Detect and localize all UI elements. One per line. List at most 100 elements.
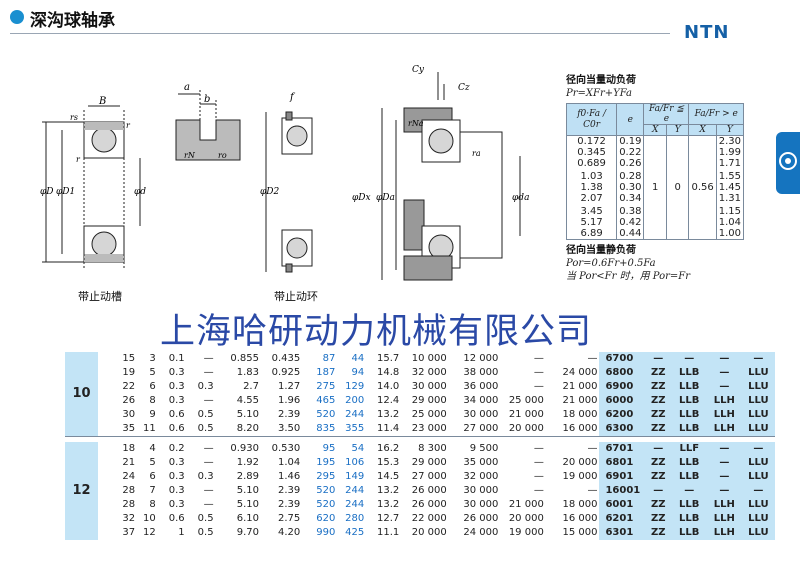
dynamic-load-title: 径向当量动负荷 bbox=[566, 75, 636, 86]
table-cell: 8 bbox=[149, 498, 156, 510]
table-cell: 0.855 bbox=[230, 353, 259, 364]
table-cell: 6301 bbox=[599, 525, 645, 540]
load-factor-table: f0·Fa / C0r e Fa/Fr ≦ e Fa/Fr > e X Y X … bbox=[565, 103, 745, 240]
table-cell: 2.75 bbox=[277, 512, 301, 524]
table-cell: 25 000 bbox=[508, 395, 544, 406]
table-cell: 6801 bbox=[599, 455, 645, 470]
table-cell: 6201 bbox=[599, 511, 645, 526]
table-cell: 21 000 bbox=[562, 395, 598, 406]
table-cell: — bbox=[203, 498, 214, 510]
table-cell: 19 000 bbox=[508, 526, 544, 538]
table-cell: 29 000 bbox=[411, 395, 447, 406]
table-cell: 11.4 bbox=[377, 423, 400, 434]
table-cell: LLB bbox=[671, 497, 707, 512]
table-cell: 11.1 bbox=[377, 526, 400, 538]
table-cell: LLB bbox=[671, 394, 707, 408]
bore-diameter-cell: 10 bbox=[65, 352, 99, 437]
table-cell: — bbox=[533, 381, 544, 392]
table-cell: — bbox=[644, 483, 672, 498]
table-cell: 0.3 bbox=[168, 381, 185, 392]
table-cell: 27 000 bbox=[411, 470, 447, 482]
table-cell: — bbox=[533, 353, 544, 364]
table-cell: 0.925 bbox=[271, 367, 301, 378]
table-cell: — bbox=[644, 441, 672, 456]
table-cell: LLH bbox=[706, 511, 742, 526]
table-cell: 28 bbox=[122, 484, 136, 496]
e_vals-value: 0.28 bbox=[619, 171, 642, 182]
section-tab[interactable] bbox=[776, 132, 800, 194]
table-cell: LLB bbox=[671, 422, 707, 437]
table-cell: 4 bbox=[149, 442, 156, 454]
table-cell: 23 000 bbox=[411, 423, 447, 434]
table-cell: 244 bbox=[345, 498, 365, 510]
y2_vals-value: 1.71 bbox=[718, 158, 741, 169]
table-cell: — bbox=[741, 483, 775, 498]
table-cell: — bbox=[587, 442, 598, 454]
table-cell: 30 000 bbox=[411, 381, 447, 392]
label-b: b bbox=[204, 94, 210, 105]
table-cell: ZZ bbox=[644, 455, 672, 470]
table-cell: — bbox=[671, 483, 707, 498]
table-cell: 13.2 bbox=[377, 498, 400, 510]
e_vals-value: 0.22 bbox=[619, 147, 642, 158]
table-cell: 0.930 bbox=[230, 442, 259, 454]
table-cell: LLB bbox=[671, 455, 707, 470]
bearing-icon bbox=[779, 152, 797, 170]
table-cell: 2.89 bbox=[236, 470, 259, 482]
table-cell: 14.0 bbox=[377, 381, 400, 392]
dynamic-load-equation: Pr=XFr+YFa bbox=[566, 88, 632, 99]
head-x2: X bbox=[688, 124, 717, 136]
table-cell: 6900 bbox=[599, 380, 645, 394]
table-cell: 6300 bbox=[599, 422, 645, 437]
table-cell: — bbox=[203, 442, 214, 454]
group-separator bbox=[65, 436, 775, 442]
table-cell: 2.7 bbox=[243, 381, 259, 392]
table-cell: LLU bbox=[741, 469, 775, 484]
table-cell: ZZ bbox=[644, 525, 672, 540]
table-cell: — bbox=[741, 352, 775, 366]
table-cell: 22 000 bbox=[411, 512, 447, 524]
table-cell: 0.1 bbox=[168, 353, 185, 364]
e_vals-value: 0.38 bbox=[619, 206, 642, 217]
table-cell: 20 000 bbox=[508, 423, 544, 434]
table-cell: LLU bbox=[741, 408, 775, 422]
table-cell: LLU bbox=[741, 455, 775, 470]
table-cell: — bbox=[706, 366, 742, 380]
table-cell: LLH bbox=[706, 525, 742, 540]
page-title: 深沟球轴承 bbox=[30, 11, 115, 31]
table-cell: 15.7 bbox=[377, 353, 400, 364]
table-cell: 38 000 bbox=[463, 367, 499, 378]
head-x1: X bbox=[643, 124, 667, 136]
table-cell: — bbox=[203, 367, 214, 378]
table-cell: 0.5 bbox=[197, 409, 214, 420]
table-cell: — bbox=[533, 442, 544, 454]
table-cell: 13.2 bbox=[377, 409, 400, 420]
table-cell: 16.2 bbox=[377, 442, 400, 454]
brand-logo: NTN bbox=[684, 22, 730, 43]
groove-detail-diagram: a b rN ro bbox=[175, 82, 241, 161]
table-cell: LLB bbox=[671, 408, 707, 422]
label-a: a bbox=[184, 82, 190, 93]
table-cell: 6 bbox=[149, 381, 156, 392]
table-cell: 25 000 bbox=[411, 409, 447, 420]
table-cell: 6700 bbox=[599, 352, 645, 366]
table-cell: 9 500 bbox=[469, 442, 499, 454]
table-cell: 149 bbox=[345, 470, 365, 482]
table-cell: — bbox=[203, 484, 214, 496]
table-cell: 54 bbox=[351, 442, 365, 454]
table-cell: 0.6 bbox=[168, 409, 185, 420]
table-cell: 0.435 bbox=[271, 353, 301, 364]
ratios-value: 0.689 bbox=[577, 158, 606, 169]
table-cell: ZZ bbox=[644, 408, 672, 422]
head-e: e bbox=[616, 103, 645, 136]
static-load-equation: Por=0.6Fr+0.5Fa bbox=[566, 258, 656, 269]
